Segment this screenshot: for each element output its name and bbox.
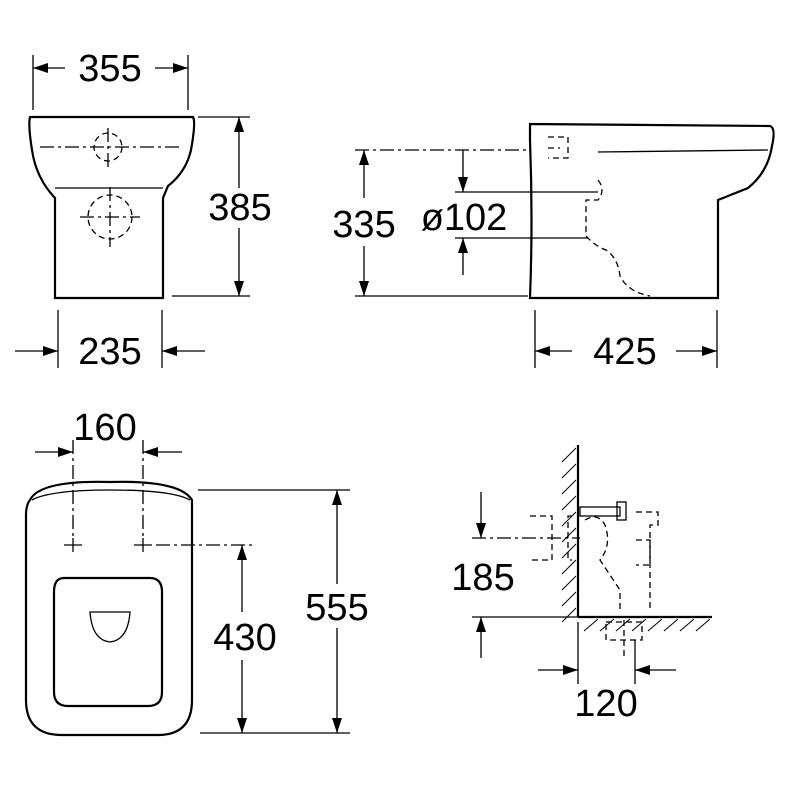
dim-front-base-width: 235	[78, 331, 141, 373]
dim-plan-fixing-depth: 430	[213, 617, 276, 659]
dim-detail-outlet-height: 185	[451, 557, 514, 599]
dim-side-height: 335	[332, 204, 395, 246]
installation-detail: 185 120	[451, 445, 712, 725]
dim-plan-fixing-spacing: 160	[73, 407, 136, 449]
front-view: 355 385 235	[15, 48, 272, 373]
dim-side-depth: 425	[593, 331, 656, 373]
plan-view: 160 430 555	[24, 407, 369, 737]
side-view: 335 ø102 425	[332, 122, 775, 373]
dim-detail-outlet-offset: 120	[574, 683, 637, 725]
dim-front-height: 385	[208, 187, 271, 229]
dim-side-outlet-diameter: ø102	[421, 197, 508, 239]
dim-plan-overall-depth: 555	[305, 587, 368, 629]
dim-front-width-top: 355	[78, 48, 141, 90]
